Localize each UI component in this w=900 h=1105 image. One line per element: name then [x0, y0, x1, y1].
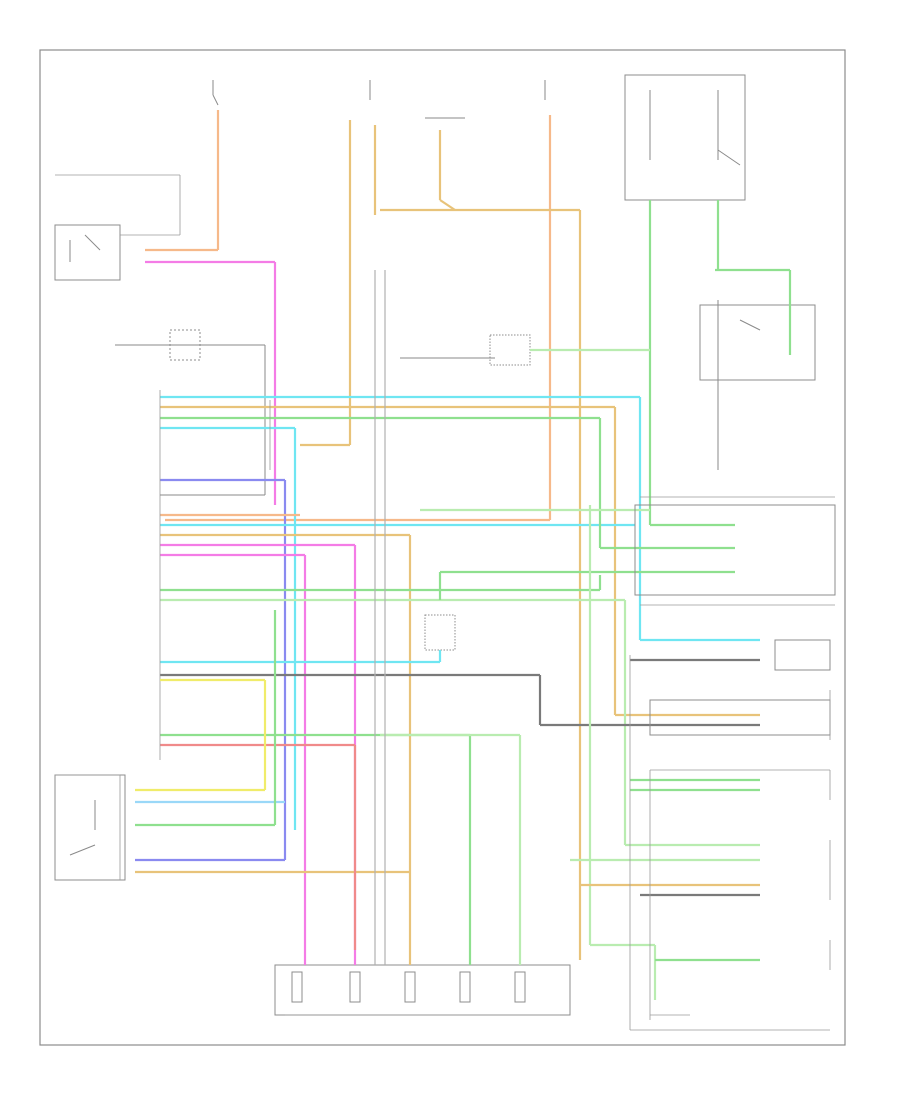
- right-connectors: [629, 496, 836, 1031]
- diagram-border: [39, 49, 846, 1046]
- fuse-tan-feed: [380, 117, 582, 960]
- left-relay-top: [54, 224, 121, 281]
- relay-box-top-right: [624, 74, 746, 201]
- power-feed-right: [165, 80, 552, 522]
- bottom-left-module: [54, 774, 126, 881]
- power-feed-left: [145, 80, 220, 252]
- right-side-runs: [420, 348, 760, 1000]
- center-relay: [400, 334, 545, 366]
- bottom-pins: [291, 971, 526, 1003]
- bus-lines: [160, 395, 760, 950]
- power-feed-mid: [300, 80, 377, 447]
- ecm-pin-column: [159, 390, 271, 760]
- lower-center-relay: [424, 614, 456, 662]
- bottom-connector-block: [274, 964, 571, 1016]
- relay-box-right-mid: [699, 304, 816, 381]
